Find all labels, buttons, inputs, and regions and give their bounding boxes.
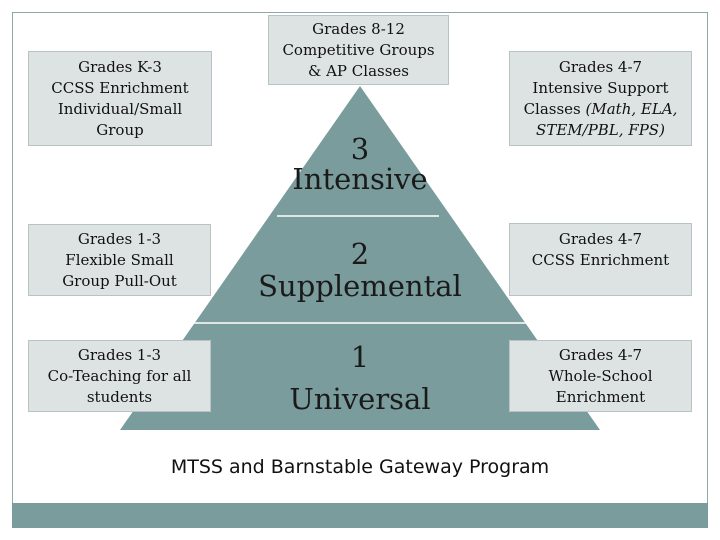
diagram-caption: MTSS and Barnstable Gateway Program	[170, 456, 550, 478]
tier1-label: Universal	[289, 382, 431, 416]
box-4-7-intensive-support: Grades 4-7 Intensive Support Classes (Ma…	[509, 51, 692, 146]
box-8-12-competitive-groups: Grades 8-12 Competitive Groups & AP Clas…	[268, 15, 449, 85]
box-k3-ccss-enrichment: Grades K-3 CCSS Enrichment Individual/Sm…	[28, 51, 212, 146]
box-line: Flexible Small	[65, 250, 174, 269]
box-line: Intensive Support	[532, 78, 669, 97]
box-line: Grades 1-3	[77, 229, 162, 248]
box-1-3-co-teaching: Grades 1-3 Co-Teaching for all students	[28, 340, 211, 412]
box-4-7-whole-school: Grades 4-7 Whole-School Enrichment	[509, 340, 692, 412]
box-line: Grades K-3	[78, 57, 162, 76]
box-line: Classes (Math, ELA,	[524, 99, 678, 120]
footer-bar	[12, 503, 708, 528]
box-line: students	[86, 387, 153, 406]
box-line: Grades 8-12	[312, 20, 405, 38]
box-line-part: Classes	[523, 99, 581, 118]
box-line: Group	[96, 120, 144, 139]
box-line: Whole-School	[548, 366, 653, 385]
box-line-italic: (Math, ELA,	[585, 99, 678, 118]
box-line: Grades 4-7	[558, 345, 643, 364]
box-line: Grades 4-7	[558, 57, 643, 76]
box-line: Co-Teaching for all	[47, 366, 192, 385]
box-line: Grades 1-3	[77, 345, 162, 364]
pyramid-shape	[120, 86, 600, 430]
tier3-number: 3	[350, 132, 370, 166]
box-line: Group Pull-Out	[62, 271, 177, 290]
box-line: Competitive Groups	[282, 41, 435, 59]
box-line: STEM/PBL, FPS)	[536, 120, 665, 139]
tier3-label: Intensive	[292, 162, 428, 196]
tier2-number: 2	[350, 237, 370, 271]
box-line: Grades 4-7	[558, 230, 643, 248]
box-line: & AP Classes	[307, 62, 409, 80]
box-line: CCSS Enrichment	[51, 78, 189, 97]
box-line: Individual/Small	[57, 99, 183, 118]
tier2-label: Supplemental	[258, 269, 462, 303]
box-line: Enrichment	[555, 387, 646, 406]
box-line: CCSS Enrichment	[531, 251, 670, 269]
tier1-number: 1	[350, 340, 370, 374]
box-4-7-ccss-enrichment: Grades 4-7 CCSS Enrichment	[509, 223, 692, 296]
box-1-3-flexible-pull-out: Grades 1-3 Flexible Small Group Pull-Out	[28, 224, 211, 296]
